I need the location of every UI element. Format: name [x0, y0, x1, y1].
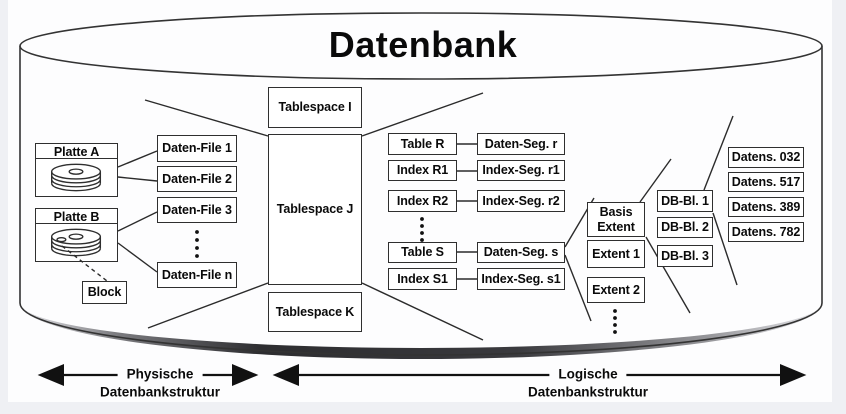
index-seg-r1-box: Index-Seg. r1 [477, 160, 565, 181]
tablespace-i-box: Tablespace I [268, 87, 362, 128]
daten-file-3-box: Daten-File 3 [157, 197, 237, 223]
segment-extent-fan-lines [564, 115, 738, 322]
record-389-box: Datens. 389 [728, 197, 804, 217]
disk-platte-b: Platte B [35, 208, 118, 262]
block-box: Block [82, 281, 127, 304]
tablespace-fan-lines [144, 92, 484, 341]
legend-physical-line1: Physische [117, 366, 203, 382]
index-r1-box: Index R1 [388, 160, 457, 181]
platte-b-label: Platte B [36, 209, 117, 224]
platte-a-label: Platte A [36, 144, 117, 159]
extent-1-box: Extent 1 [587, 240, 645, 268]
table-r-box: Table R [388, 133, 457, 155]
tablespace-j-box: Tablespace J [268, 134, 362, 285]
db-block-1-box: DB-Bl. 1 [657, 190, 713, 212]
legend-logical-line1: Logische [549, 366, 627, 382]
disk-icon-with-block-marker [50, 228, 102, 257]
block-marker [56, 236, 67, 243]
legend-physical-line2: Datenbankstruktur [99, 384, 221, 400]
database-cylinder [19, 12, 823, 359]
table-segment-connectors [457, 143, 477, 280]
basis-extent-box: Basis Extent [587, 202, 645, 237]
index-r2-box: Index R2 [388, 190, 457, 212]
extent-2-box: Extent 2 [587, 277, 645, 303]
daten-file-2-box: Daten-File 2 [157, 166, 237, 192]
index-seg-s1-box: Index-Seg. s1 [477, 268, 565, 290]
record-032-box: Datens. 032 [728, 147, 804, 168]
daten-file-1-box: Daten-File 1 [157, 135, 237, 162]
tablespace-k-box: Tablespace K [268, 292, 362, 332]
disk-platte-a: Platte A [35, 143, 118, 197]
db-block-2-box: DB-Bl. 2 [657, 217, 713, 238]
daten-seg-s-box: Daten-Seg. s [477, 242, 565, 263]
index-seg-r2-box: Index-Seg. r2 [477, 190, 565, 212]
daten-file-n-box: Daten-File n [157, 262, 237, 288]
disk-icon [50, 163, 102, 192]
record-517-box: Datens. 517 [728, 172, 804, 192]
legend-logical-line2: Datenbankstruktur [527, 384, 649, 400]
table-s-box: Table S [388, 242, 457, 263]
db-block-3-box: DB-Bl. 3 [657, 245, 713, 267]
ellipsis-dots [195, 217, 617, 334]
daten-seg-r-box: Daten-Seg. r [477, 133, 565, 155]
disk-file-connectors [117, 150, 158, 273]
record-782-box: Datens. 782 [728, 222, 804, 242]
index-s1-box: Index S1 [388, 268, 457, 290]
diagram-title: Datenbank [328, 24, 518, 65]
